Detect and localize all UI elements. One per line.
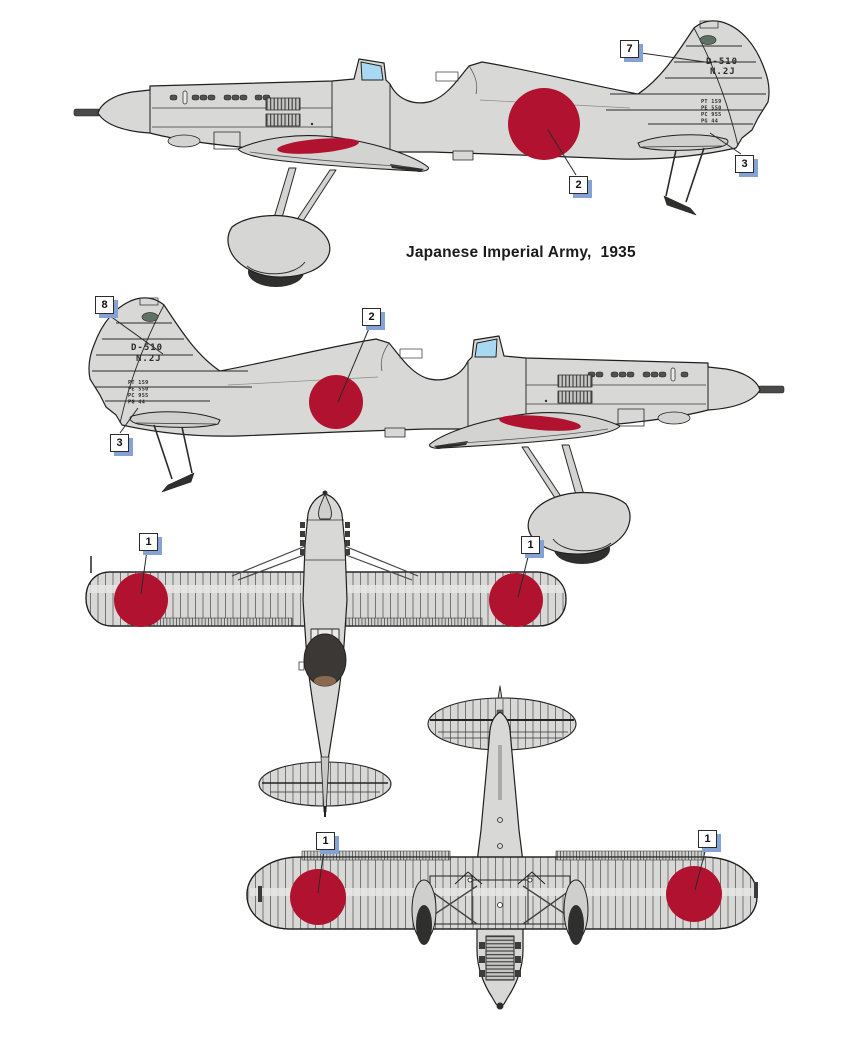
hinomaru-roundel-plan-left xyxy=(114,573,168,627)
svg-text:PE 550: PE 550 xyxy=(128,387,149,393)
callout-1-plan-left: 1 xyxy=(139,533,158,551)
svg-text:PE 550: PE 550 xyxy=(701,106,722,112)
hinomaru-roundel-bottom-left xyxy=(290,869,346,925)
svg-text:N.2J: N.2J xyxy=(136,354,162,364)
hinomaru-roundel-bottom-right xyxy=(666,866,722,922)
plan-view-top xyxy=(85,490,567,817)
hinomaru-roundel-plan-right xyxy=(489,573,543,627)
callout-1-plan-right: 1 xyxy=(521,536,540,554)
side-view-nose-right xyxy=(88,297,785,565)
svg-text:PC 955: PC 955 xyxy=(128,393,149,399)
callout-2-hinomaru-bottom: 2 xyxy=(362,308,381,326)
callout-2-hinomaru-top: 2 xyxy=(569,176,588,194)
callout-1-bottom-right: 1 xyxy=(698,830,717,848)
hinomaru-roundel-side-top xyxy=(508,88,580,160)
caption-title: Japanese Imperial Army, 1935 xyxy=(406,244,636,261)
svg-text:D-510: D-510 xyxy=(131,343,163,353)
svg-text:PG 44: PG 44 xyxy=(128,400,145,406)
callout-3-stencil-top: 3 xyxy=(735,155,754,173)
callout-3-stencil-bottom: 3 xyxy=(110,434,129,452)
svg-text:PC 955: PC 955 xyxy=(701,112,722,118)
hinomaru-roundel-side-bottom xyxy=(309,375,363,429)
callout-7-tail-code: 7 xyxy=(620,40,639,58)
tail-markings-side-bottom: D-510 N.2J PT 159 PE 550 PC 955 PG 44 xyxy=(128,343,163,406)
svg-text:D-510: D-510 xyxy=(706,57,738,67)
callout-leader-lines xyxy=(105,51,742,894)
bottom-view xyxy=(246,685,758,1010)
callout-1-bottom-left: 1 xyxy=(316,832,335,850)
tail-markings-side-top: D-510 N.2J PT 159 PE 550 PC 955 PG 44 xyxy=(701,57,738,125)
svg-text:N.2J: N.2J xyxy=(710,67,736,77)
svg-text:PT 159: PT 159 xyxy=(128,380,149,386)
svg-text:PG 44: PG 44 xyxy=(701,119,718,125)
svg-text:PT 159: PT 159 xyxy=(701,99,722,105)
callout-8-tail-code: 8 xyxy=(95,296,114,314)
